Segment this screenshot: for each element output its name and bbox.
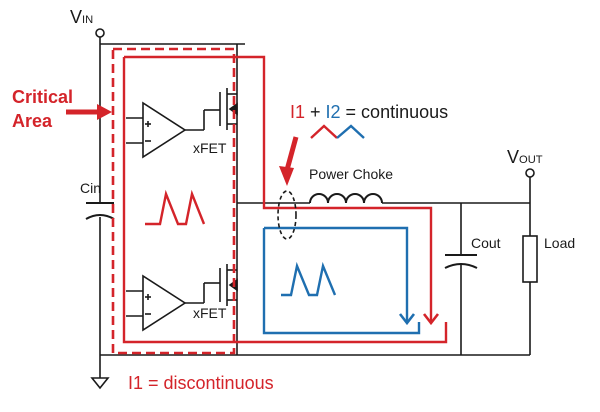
critical-area-label-line1: Critical [12,87,74,107]
ground-icon [90,377,110,390]
critical-area-arrow [66,104,112,120]
top-driver-amplifier [126,101,220,159]
eq-i1: I1 [290,102,306,122]
vout-label: VOUT [507,148,543,166]
discontinuous-label: I1 = discontinuous [128,373,274,393]
i2-current-path [262,226,421,335]
load-label: Load [544,235,576,251]
xfet-bottom-label: xFET [193,305,227,321]
top-xfet-icon [219,86,238,130]
vout-label-sub: OUT [519,154,543,166]
vout-terminal [525,168,535,178]
vout-label-main: V [507,147,520,167]
power-choke-inductor [309,193,383,204]
critical-area-label-line2: Area [12,111,53,131]
power-choke-label: Power Choke [309,166,394,182]
circuit-wiring [95,28,535,378]
cout-capacitor [444,254,478,269]
vin-label-sub: IN [82,14,94,26]
cin-label: Cin [80,180,102,196]
critical-area-box [111,47,236,355]
eq-rest: = continuous [340,102,449,122]
bottom-driver-amplifier [126,274,220,332]
i2-discontinuous-waveform [281,261,337,297]
vin-label-main: V [70,7,83,27]
vin-label: VIN [70,8,93,26]
continuous-current-arrow [279,136,299,186]
current-sense-ellipse [277,190,297,240]
i1-current-path [122,55,448,344]
eq-i2: I2 [325,102,341,122]
vin-terminal [95,28,105,38]
eq-plus: + [305,102,326,122]
cout-label: Cout [471,235,501,251]
xfet-top-label: xFET [193,140,227,156]
continuous-waveform [310,124,365,139]
i1-discontinuous-waveform [145,189,206,226]
load-resistor [522,235,538,283]
cin-capacitor [85,202,115,220]
continuous-equation: I1 + I2 = continuous [290,103,448,121]
